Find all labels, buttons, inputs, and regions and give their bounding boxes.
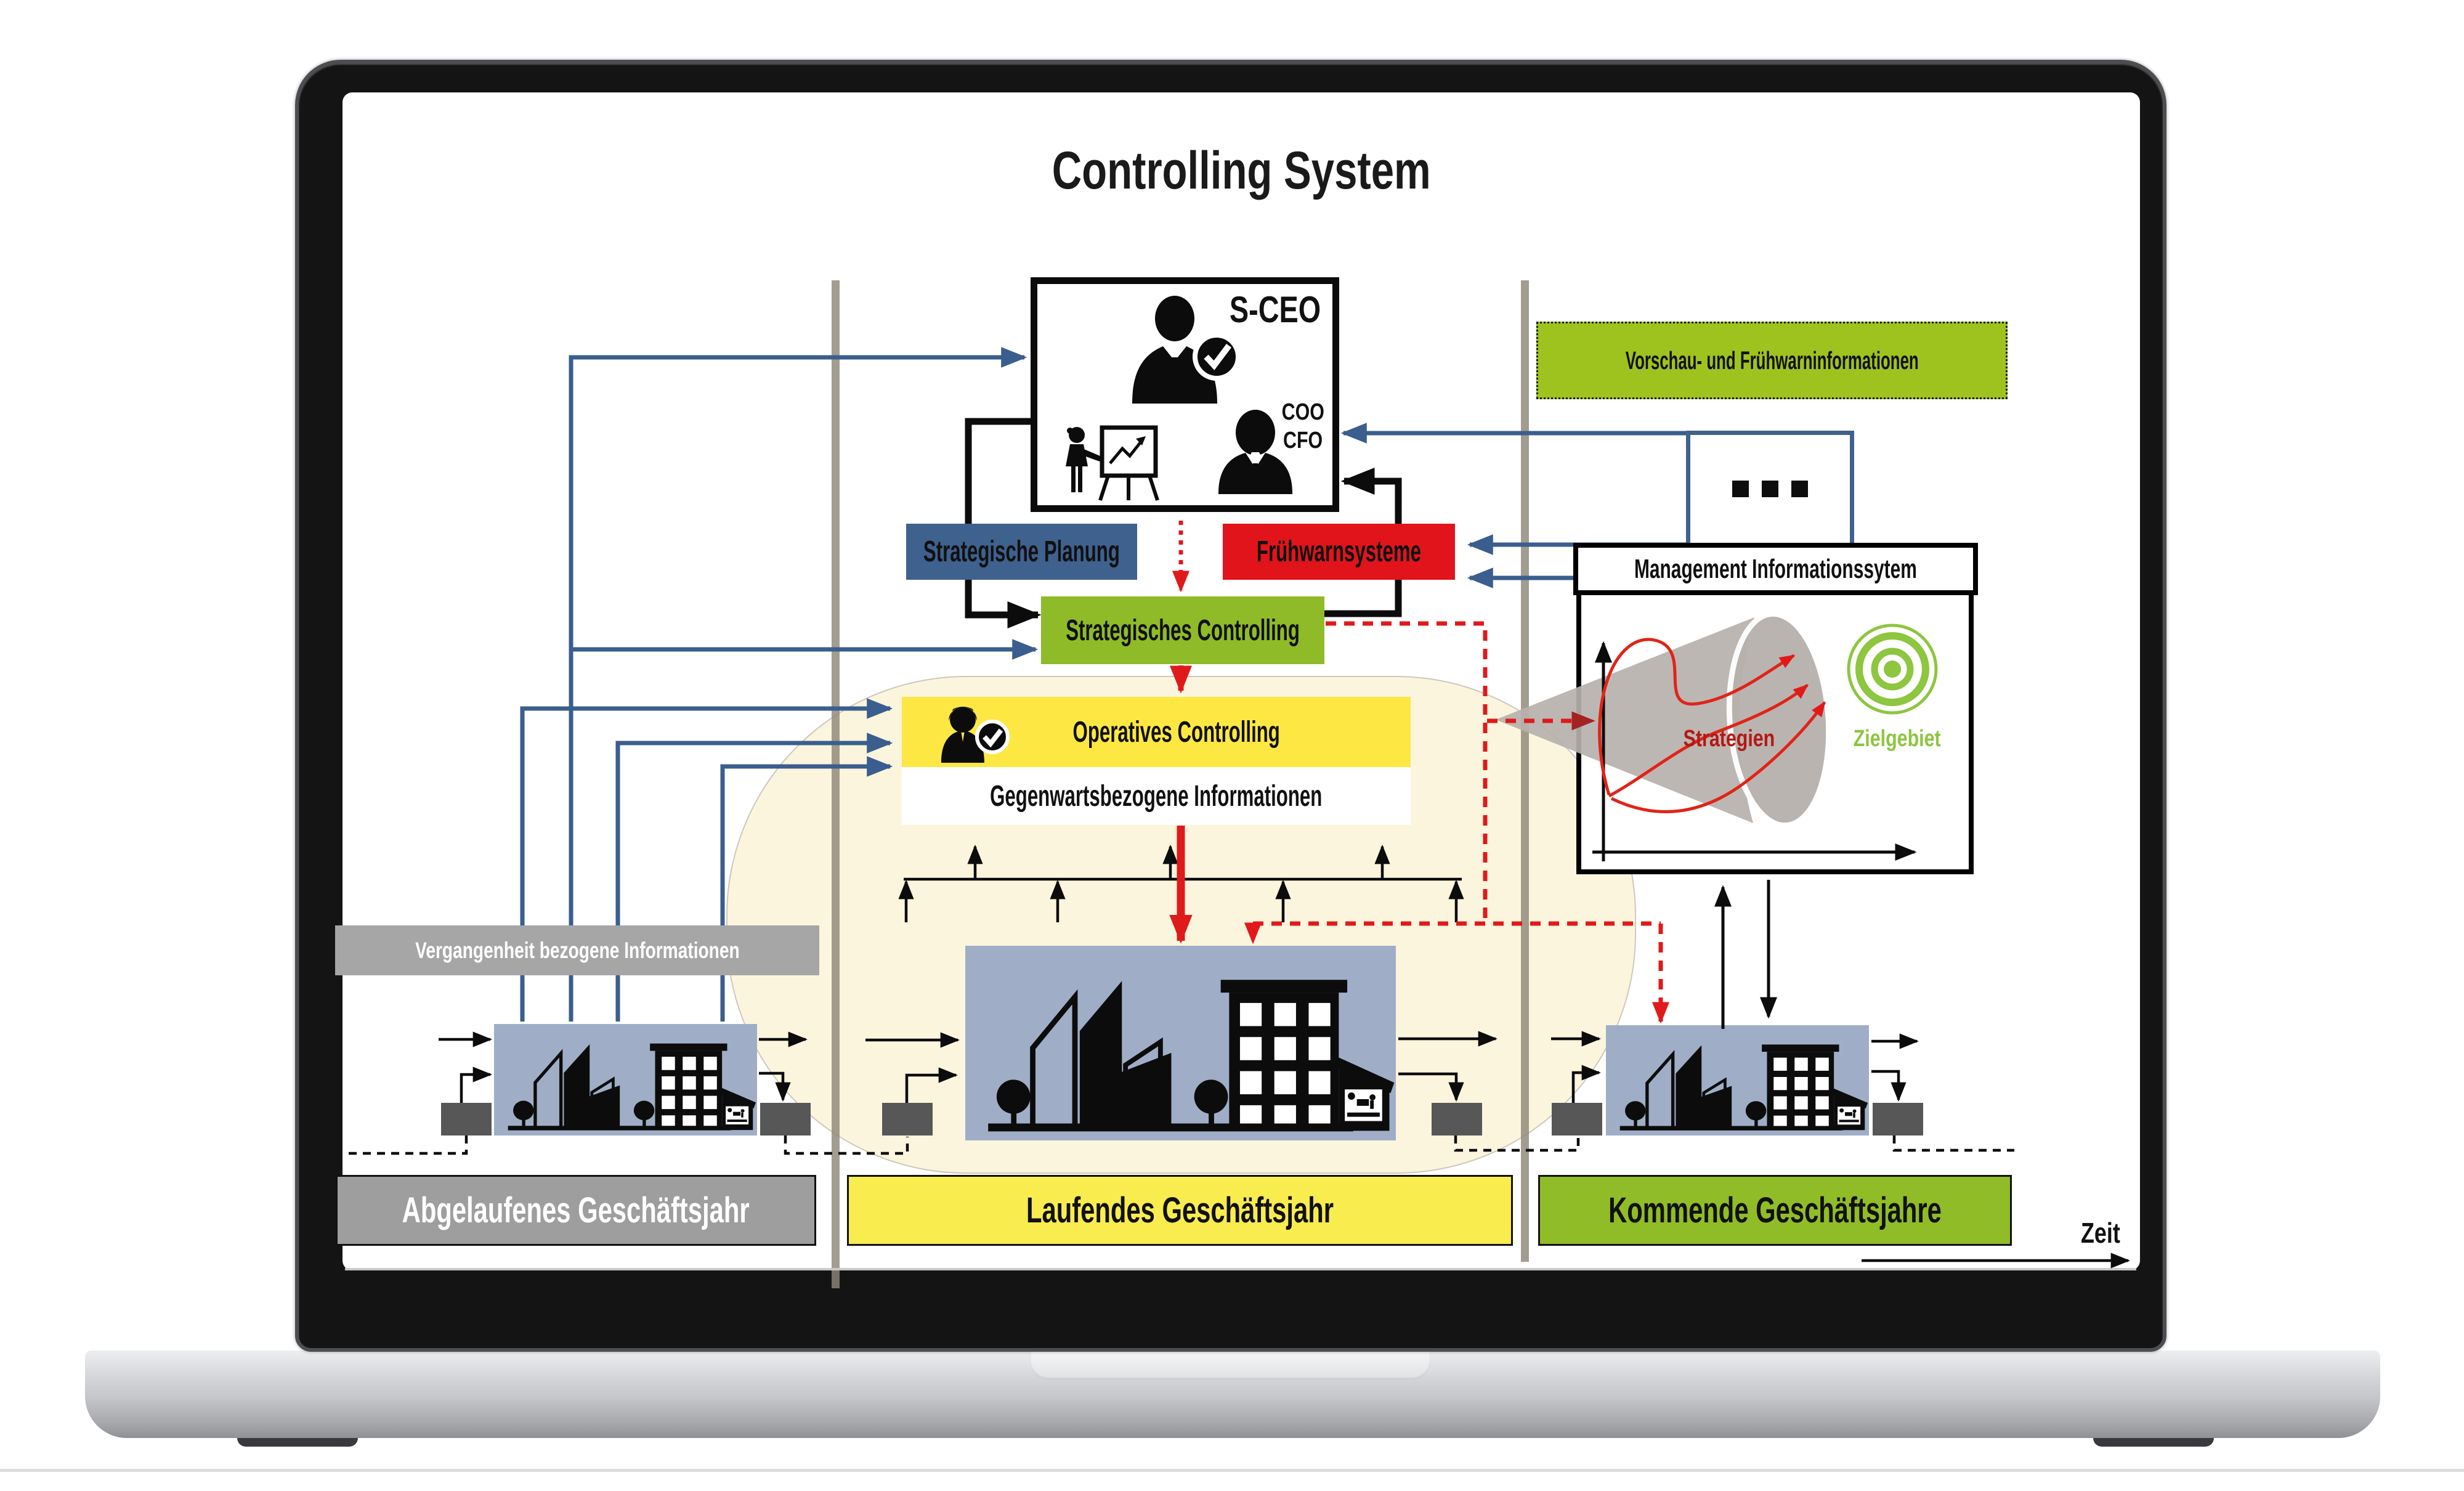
cfo-label-text: CFO (1283, 428, 1323, 453)
coo-label: COO (1269, 399, 1337, 426)
time-axis-label-text: Zeit (2081, 1217, 2120, 1249)
strategisches-controlling-label: Strategisches Controlling (1066, 614, 1300, 647)
management-informationssystem-box: Management Informationssytem (1573, 543, 1978, 595)
timeline-present-box: Laufendes Geschäftsjahr (847, 1175, 1513, 1246)
coo-label-text: COO (1281, 399, 1324, 425)
ellipsis-square-icon (1791, 481, 1808, 497)
target-icon (1847, 624, 1938, 715)
timeline-future-label: Kommende Geschäftsjahre (1608, 1190, 1942, 1230)
strategische-planung-box: Strategische Planung (906, 524, 1137, 580)
fruehwarnsysteme-box: Frühwarnsysteme (1223, 524, 1455, 580)
ellipsis-square-icon (1732, 481, 1749, 497)
zielgebiet-label-text: Zielgebiet (1854, 726, 1941, 752)
sceo-label-text: S-CEO (1229, 289, 1321, 330)
slide-bottom-border (345, 1268, 2136, 1270)
other-systems-box (1686, 431, 1854, 547)
vorschau-informationen-label: Vorschau- und Frühwarninformationen (1625, 346, 1919, 375)
time-axis-label: Zeit (2045, 1216, 2156, 1249)
cfo-label: CFO (1269, 428, 1337, 454)
mis-city-links (1714, 880, 1777, 1029)
laptop-lid-notch (1030, 1351, 1430, 1379)
timeline-past-label: Abgelaufenes Geschäftsjahr (402, 1190, 750, 1230)
gegenwartsbezogene-informationen-box: Gegenwartsbezogene Informationen (902, 767, 1411, 825)
page-title: Controlling System (342, 140, 2140, 201)
chart-axes (1592, 641, 1917, 861)
page-title-text: Controlling System (1052, 141, 1431, 200)
city-flow-arrows (439, 1031, 1919, 1103)
strategisches-controlling-box: Strategisches Controlling (1041, 596, 1324, 664)
strategien-label-text: Strategien (1683, 726, 1775, 752)
strategien-label: Strategien (1672, 726, 1783, 752)
approve-check-icon (1193, 333, 1241, 381)
zielgebiet-label: Zielgebiet (1839, 726, 1956, 752)
city-present (965, 946, 1396, 1140)
city-future (1606, 1025, 1869, 1136)
vorschau-informationen-box: Vorschau- und Frühwarninformationen (1536, 322, 2008, 399)
divider-past-present (832, 280, 840, 1288)
strategy-cone (1496, 617, 1754, 823)
gegenwartsbezogene-informationen-label: Gegenwartsbezogene Informationen (990, 779, 1323, 813)
sceo-icons (1066, 296, 1292, 501)
strategy-lens (1726, 611, 1832, 829)
timeline-present-label: Laufendes Geschäftsjahr (1026, 1190, 1334, 1230)
mis-chart (1496, 611, 1938, 861)
operative-person-check-icon (941, 707, 1010, 763)
fruehwarnsysteme-label: Frühwarnsysteme (1256, 535, 1422, 568)
coo-cfo-person-icon (1218, 410, 1292, 494)
timeline-past-box: Abgelaufenes Geschäftsjahr (336, 1175, 816, 1246)
management-informationssystem-label: Management Informationssytem (1634, 553, 1917, 584)
operatives-controlling-label: Operatives Controlling (1072, 715, 1281, 749)
strategische-planung-label: Strategische Planung (923, 535, 1121, 568)
red-dashed-strategy-path (1244, 621, 1669, 1024)
desk-edge-line (0, 1469, 2464, 1472)
vergangenheit-informationen-label: Vergangenheit bezogene Informationen (415, 937, 740, 963)
dashed-dock-links (343, 1136, 2014, 1155)
city-past (494, 1024, 757, 1136)
ellipsis-square-icon (1762, 481, 1778, 497)
divider-present-future (1521, 280, 1529, 1262)
strategy-paths (1598, 638, 1826, 813)
vergangenheit-informationen-box: Vergangenheit bezogene Informationen (335, 925, 819, 975)
presenter-icon (1066, 425, 1159, 501)
sceo-label: S-CEO (1217, 288, 1334, 331)
timeline-future-box: Kommende Geschäftsjahre (1538, 1175, 2012, 1246)
